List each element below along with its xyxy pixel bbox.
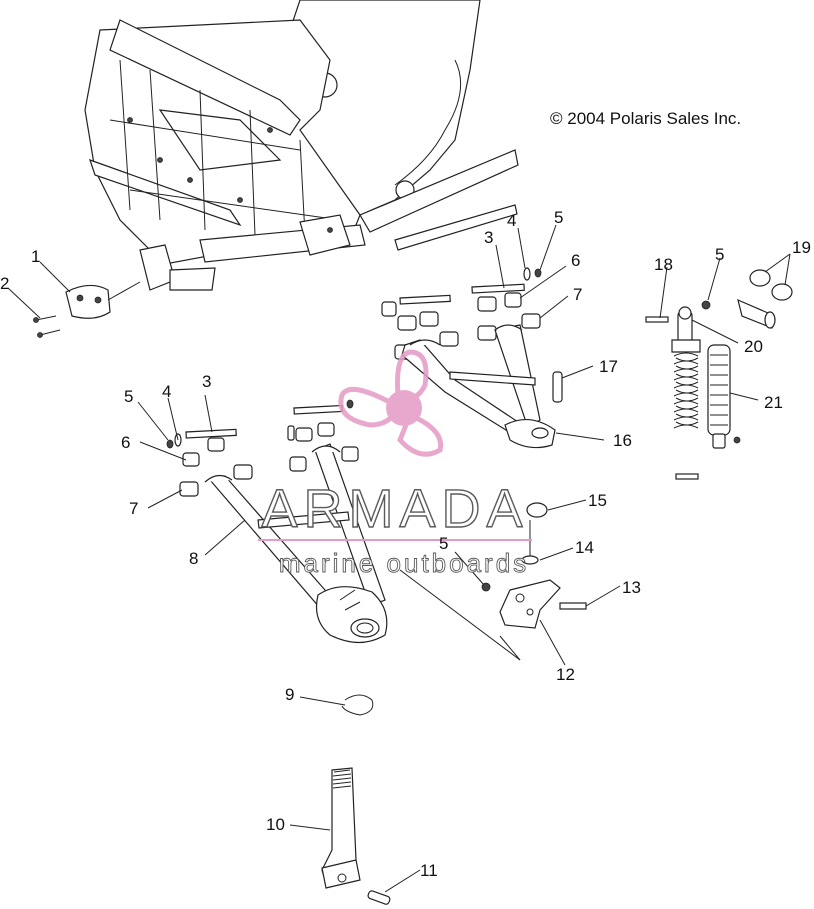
callout-1: 1: [31, 247, 40, 266]
bolt-part-11: [367, 890, 391, 905]
spindle-bracket-part-12: [481, 502, 587, 629]
callout-8: 8: [189, 549, 198, 568]
callout-11: 11: [420, 861, 438, 880]
callout-7-lower: 7: [129, 499, 138, 518]
callout-labels: 1 2 3 4 5 6 7 3 4 5 6 7 8 9 10 11 12 13 …: [0, 208, 811, 880]
armada-watermark: ARMADA marine outboards: [258, 349, 532, 578]
callout-20: 20: [744, 337, 763, 356]
snap-ring-part-9: [341, 694, 374, 716]
callout-6-lower: 6: [121, 433, 130, 452]
callout-5-bracket: 5: [439, 534, 448, 553]
callout-5-shock: 5: [715, 245, 724, 264]
callout-3-lower: 3: [202, 372, 211, 391]
propeller-logo: [338, 349, 444, 457]
callout-9: 9: [285, 685, 294, 704]
callout-2: 2: [0, 274, 9, 293]
callout-12: 12: [556, 665, 575, 684]
callout-21: 21: [764, 393, 783, 412]
callout-4-lower: 4: [162, 382, 171, 401]
callout-15: 15: [588, 491, 607, 510]
spindle-part-10: [321, 767, 361, 889]
lower-a-arm-part-8: [204, 443, 388, 644]
screws-part-2: [33, 315, 61, 338]
callout-18: 18: [654, 255, 673, 274]
callout-14: 14: [575, 538, 594, 557]
callout-4: 4: [507, 211, 516, 230]
callout-13: 13: [622, 578, 641, 597]
upper-a-arm-part-16: [401, 324, 563, 449]
shock-absorber-part-21: [645, 269, 793, 480]
callout-16: 16: [613, 431, 632, 450]
lower-arm-hardware: [166, 399, 359, 497]
callout-6: 6: [571, 251, 580, 270]
copyright-notice: © 2004 Polaris Sales Inc.: [550, 109, 741, 128]
upper-arm-hardware: [381, 267, 542, 360]
watermark-brand: ARMADA: [261, 479, 528, 539]
callout-19: 19: [792, 238, 811, 257]
callout-10: 10: [266, 815, 285, 834]
watermark-tagline: marine outboards: [279, 548, 529, 578]
callout-3: 3: [484, 228, 493, 247]
chassis-frame: [84, 0, 519, 291]
callout-7: 7: [573, 285, 582, 304]
shock-spring: [673, 352, 699, 429]
bracket-part-1: [65, 281, 141, 319]
callout-17: 17: [599, 357, 618, 376]
callout-5-lower: 5: [124, 387, 133, 406]
leader-lines: [7, 224, 791, 893]
callout-5: 5: [554, 208, 563, 227]
